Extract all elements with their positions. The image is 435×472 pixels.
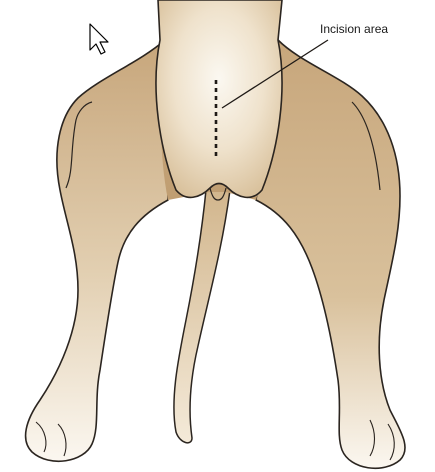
mouse-cursor-icon [90, 24, 108, 54]
tail [174, 190, 230, 443]
left-hind-leg [26, 40, 168, 461]
belly [156, 0, 282, 200]
incision-area-label: Incision area [320, 22, 388, 36]
